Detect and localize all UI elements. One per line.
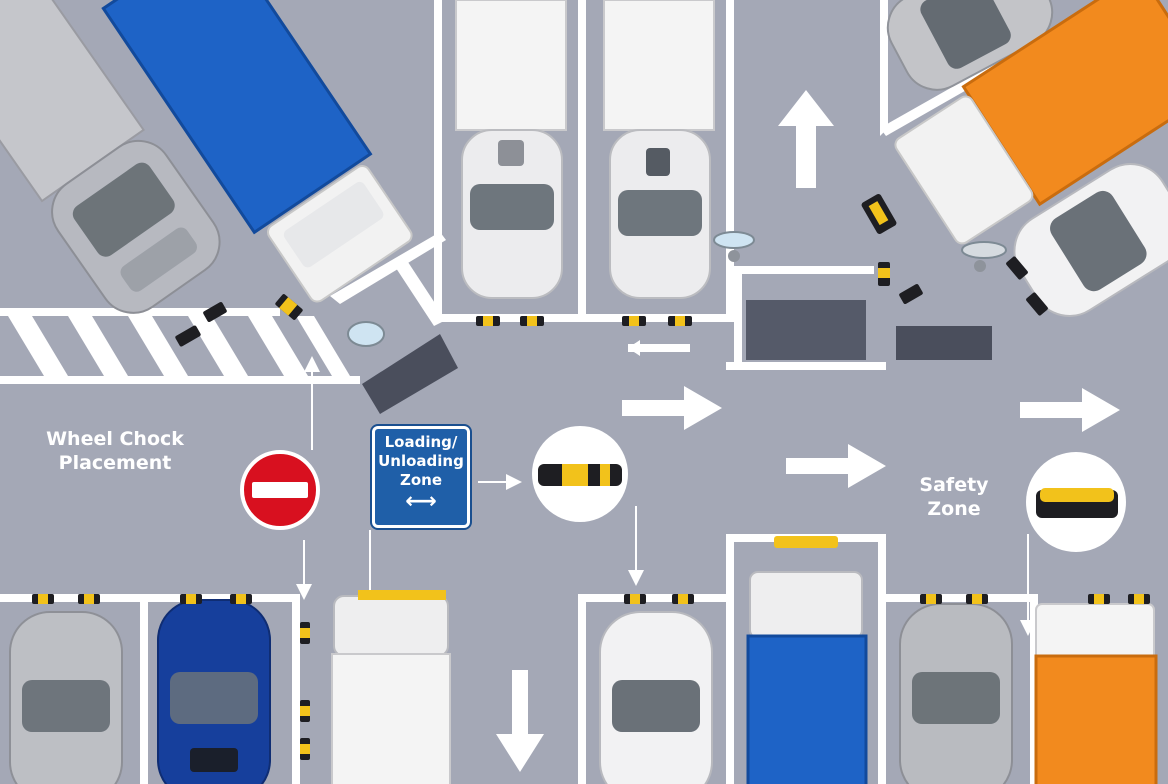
dock-plates [362,300,992,414]
direction-arrows [496,90,1120,772]
top-parking-lines [434,0,1005,370]
dock-mirrors [347,231,1007,347]
chock-callout-1 [532,426,628,522]
wheel-chock-label-line1: Wheel Chock [46,428,184,450]
wheel-chock-label-line2: Placement [58,451,172,474]
safety-zone-label: Safety Zone [904,474,1004,522]
grey-car-bottom-1 [9,611,123,784]
sign-line3: Zone [399,471,443,489]
white-car-right [1013,163,1168,317]
grey-car-top-right [886,0,1054,91]
white-car-bottom-mid [599,611,713,784]
orange-truck-bottom [1034,603,1158,784]
double-arrow-icon: ⟷ [405,489,437,514]
white-truck-top-2 [603,0,715,299]
grey-truck [0,0,221,314]
loading-unloading-zone-sign: Loading/ Unloading Zone ⟷ [372,426,470,528]
wheel-chocks [32,194,1150,760]
sign-line2: Unloading [378,452,464,470]
hatched-zone [0,232,446,384]
sign-line1: Loading/ [384,433,458,451]
grey-car-bottom-2 [899,603,1013,784]
blue-truck-bottom [746,536,868,784]
orange-truck [894,0,1168,245]
no-entry-sign [240,450,320,530]
safety-zone-label-line2: Zone [927,497,981,520]
navy-car-bottom [157,599,271,784]
chock-callout-2 [1026,452,1126,552]
wheel-chock-placement-label: Wheel Chock Placement [30,428,200,476]
white-truck-bottom-left [331,590,451,784]
blue-truck [101,0,413,303]
white-truck-top-1 [455,0,567,299]
safety-zone-label-line1: Safety [919,474,989,496]
